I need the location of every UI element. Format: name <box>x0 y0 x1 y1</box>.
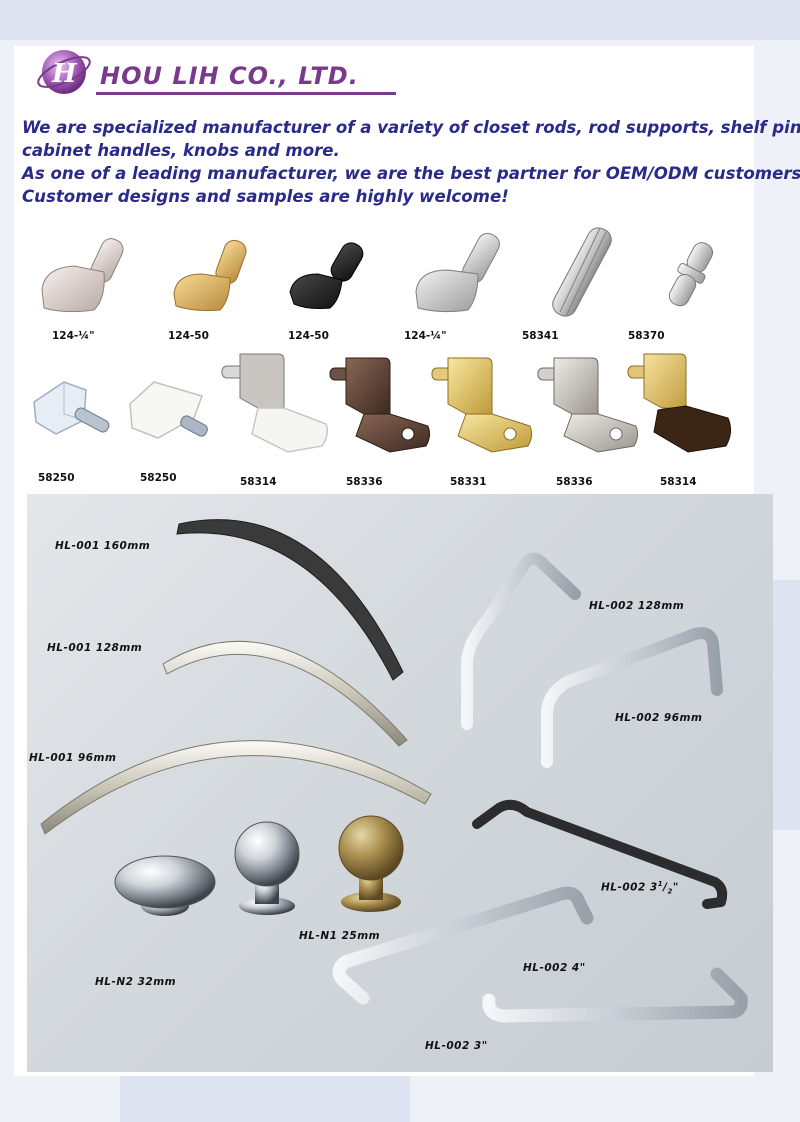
part-label: 58331 <box>450 476 487 488</box>
background-band-bottom <box>120 1076 410 1122</box>
part-label: 58370 <box>628 330 665 342</box>
handle-label-hl-002-128mm: HL-002 128mm <box>589 600 685 612</box>
stepped-shelf-pin-icon <box>668 242 714 307</box>
fraction-numerator: 1 <box>657 880 664 888</box>
company-name: HOU LIH CO., LTD. <box>100 62 359 90</box>
spoon-shelf-pin-black-icon <box>289 242 364 309</box>
hl-001-96mm-handle <box>40 740 432 835</box>
fraction-denominator: 2 <box>667 887 673 896</box>
part-label: 58336 <box>556 476 593 488</box>
part-label: 58250 <box>38 472 75 484</box>
intro-line: As one of a leading manufacturer, we are… <box>22 164 800 183</box>
hl-002-3-5in-handle <box>472 799 728 909</box>
handles-photo: HL-001 160mm HL-001 128mm HL-001 96mm HL… <box>27 494 773 1072</box>
handle-label-hl-001-96mm: HL-001 96mm <box>29 752 117 764</box>
hl-001-160mm-handle <box>176 519 404 681</box>
spoon-shelf-pin-brass-icon <box>173 239 247 311</box>
part-label: 58314 <box>240 476 277 488</box>
knob-label-hl-n2-32mm: HL-N2 32mm <box>95 976 177 988</box>
hl-n1-25mm-chrome-knob <box>234 821 300 915</box>
hl-002-4in-handle <box>332 886 594 1005</box>
part-label: 124-¼" <box>52 330 95 342</box>
l-bracket-pin-nickel-icon <box>537 357 639 453</box>
white-shelf-support-icon <box>129 381 208 439</box>
spoon-shelf-pin-satin-icon <box>415 232 500 313</box>
intro-text: We are specialized manufacturer of a var… <box>22 116 800 208</box>
svg-text:H: H <box>51 59 78 89</box>
part-label: 124-¼" <box>404 330 447 342</box>
handle-label-hl-001-128mm: HL-001 128mm <box>47 642 143 654</box>
handle-label-hl-002-3-5in: HL-002 31/2" <box>601 880 679 896</box>
background-band-top <box>0 0 800 40</box>
hl-002-128mm-handle <box>461 552 581 730</box>
l-bracket-pin-brown-pad-icon <box>627 353 732 453</box>
hl-002-96mm-handle <box>541 627 723 768</box>
label-unit: " <box>672 881 679 894</box>
part-label: 58314 <box>660 476 697 488</box>
l-bracket-pin-bronze-icon <box>329 357 431 453</box>
handle-label-hl-002-4in: HL-002 4" <box>523 962 586 974</box>
clear-shelf-support-icon <box>33 381 110 435</box>
knob-label-hl-n1-25mm: HL-N1 25mm <box>299 930 381 942</box>
hl-n2-32mm-knob <box>114 855 216 916</box>
spoon-shelf-pin-nickel-icon <box>41 238 124 313</box>
intro-line: We are specialized manufacturer of a var… <box>22 118 800 137</box>
part-label: 58250 <box>140 472 177 484</box>
part-label: 58341 <box>522 330 559 342</box>
l-bracket-pin-white-pad-icon <box>221 353 329 453</box>
intro-line: cabinet handles, knobs and more. <box>22 141 340 160</box>
company-underline <box>96 92 396 95</box>
part-label: 58336 <box>346 476 383 488</box>
l-bracket-pin-brass-icon <box>431 357 533 453</box>
hl-001-128mm-handle <box>162 640 408 747</box>
part-label: 124-50 <box>168 330 209 342</box>
part-label: 124-50 <box>288 330 329 342</box>
handle-label-hl-001-160mm: HL-001 160mm <box>55 540 151 552</box>
hl-002-3in-handle <box>482 967 748 1023</box>
label-main: HL-002 3 <box>601 881 658 894</box>
handle-label-hl-002-3in: HL-002 3" <box>425 1040 488 1052</box>
handle-label-hl-002-96mm: HL-002 96mm <box>615 712 703 724</box>
hl-monogram-logo-icon: H <box>37 50 91 94</box>
hl-n1-25mm-bronze-knob <box>338 815 404 912</box>
grooved-dowel-pin-icon <box>552 227 612 317</box>
intro-line: Customer designs and samples are highly … <box>22 187 509 206</box>
